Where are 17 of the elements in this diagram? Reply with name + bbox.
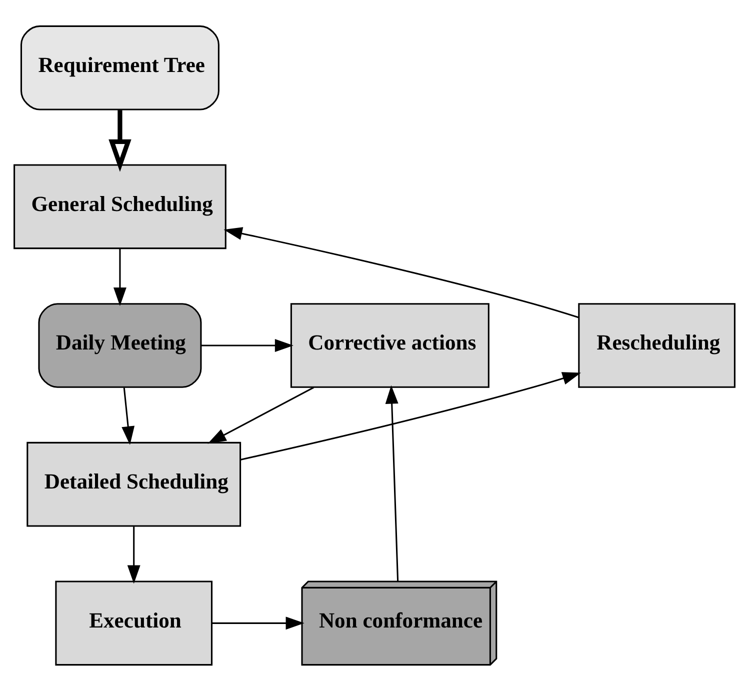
node-box: Rescheduling	[578, 302, 736, 388]
arrow	[208, 386, 314, 444]
node-box: Detailed Scheduling	[26, 441, 242, 526]
arrow	[108, 110, 132, 172]
node-box: Corrective actions	[290, 302, 490, 388]
arrow	[224, 226, 580, 318]
arrow	[122, 387, 135, 444]
arrow	[113, 248, 126, 306]
arrow	[385, 384, 399, 581]
node-box: Daily Meeting	[38, 302, 202, 388]
arrow	[127, 526, 140, 584]
arrow	[201, 338, 294, 352]
arrow	[212, 616, 304, 630]
node-box: Execution	[55, 580, 213, 666]
arrow	[240, 372, 581, 460]
node-box: Requirement Tree	[20, 24, 220, 110]
node-box: General Scheduling	[14, 164, 226, 249]
